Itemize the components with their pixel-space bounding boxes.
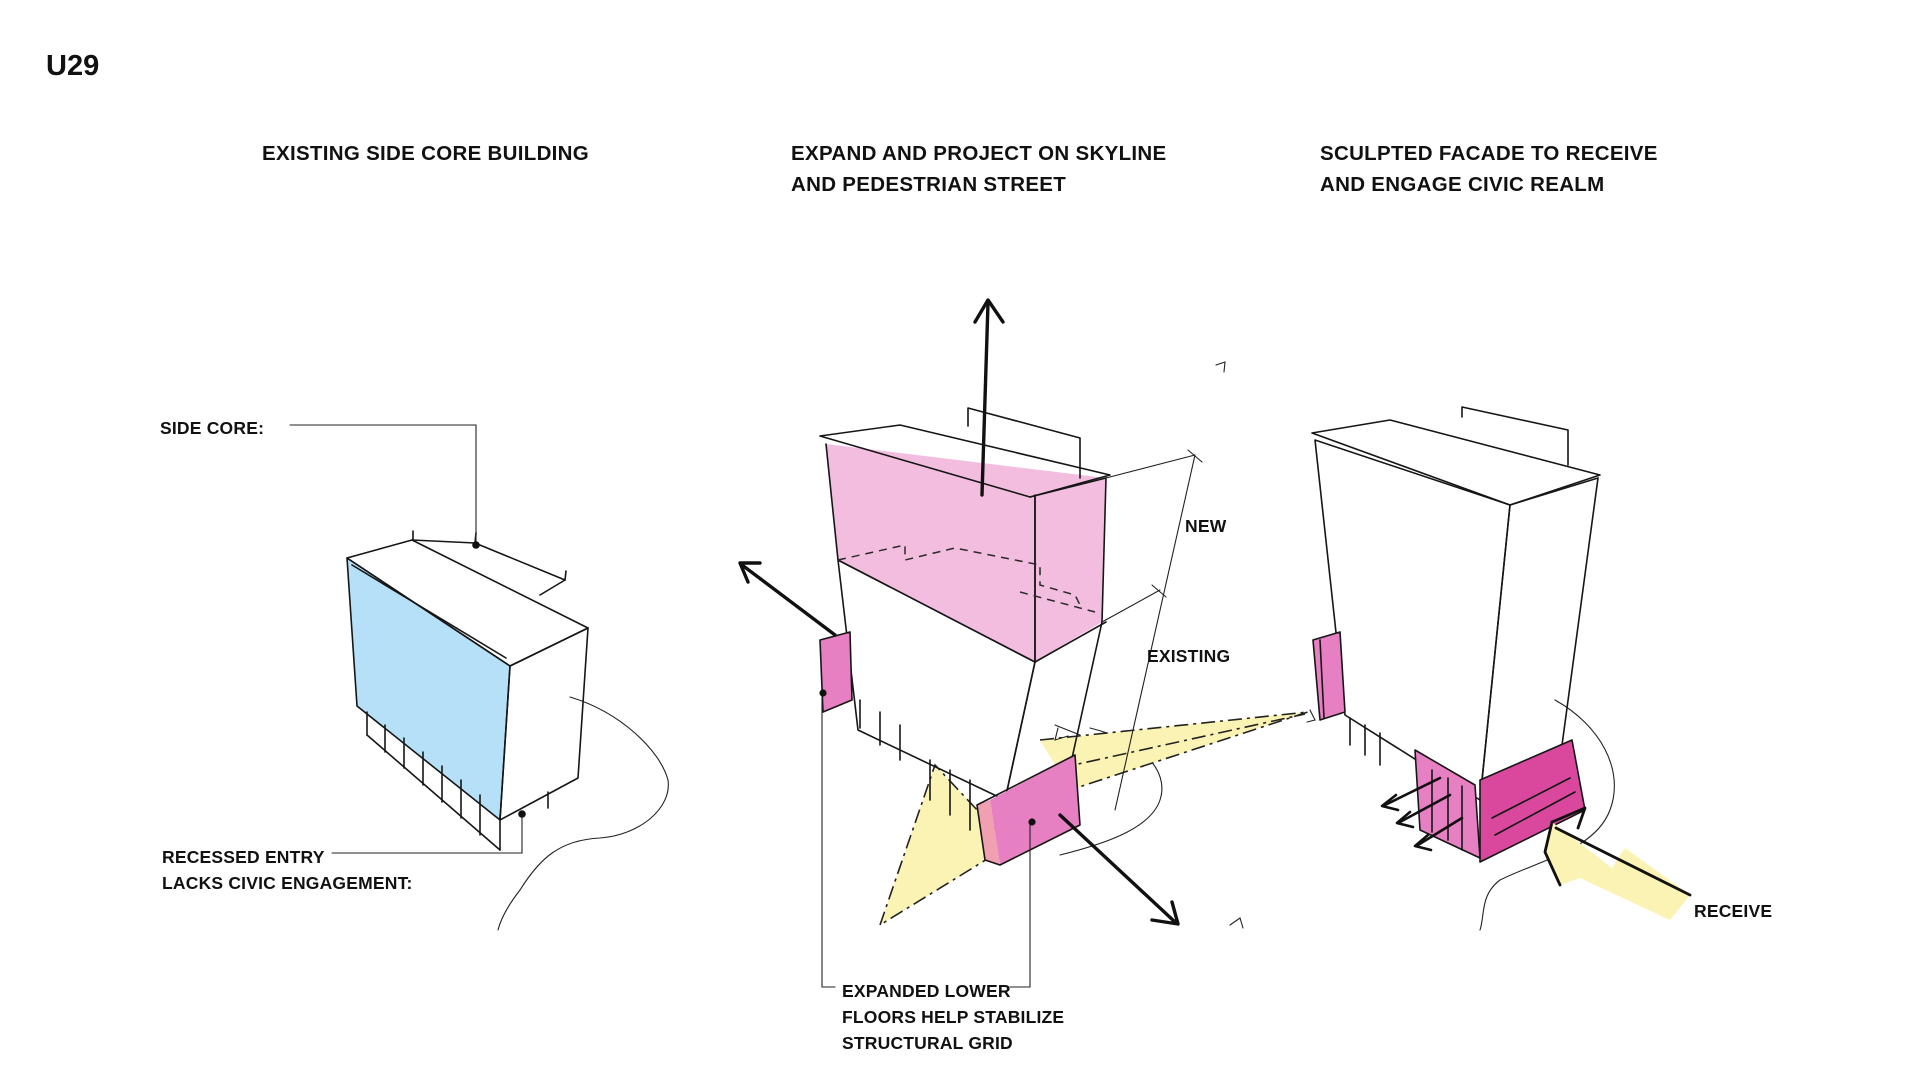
roof-edge-line [351, 564, 507, 659]
side-core-box [411, 539, 566, 596]
leader-expanded-lower [821, 694, 836, 988]
panel-1-title-line-1: EXISTING SIDE CORE BUILDING [262, 142, 590, 165]
panel-3-title: SCULPTED FACADE TO RECEIVE AND ENGAGE CI… [1320, 138, 1658, 200]
dim-line-top [1105, 454, 1196, 479]
panel-3-title-line-1: SCULPTED FACADE TO RECEIVE [1320, 142, 1658, 165]
arrow-right-down [1058, 813, 1180, 926]
label-recessed-entry-line-2: LACKS CIVIC ENGAGEMENT: [162, 873, 413, 893]
tower-new-upper-pink [826, 444, 1106, 662]
site-contour-1 [497, 696, 669, 931]
existing-roof [346, 539, 589, 667]
leader-side-core [289, 424, 477, 545]
arrow-up-skyline [973, 298, 1005, 497]
dim-line-mid [1101, 589, 1161, 623]
new-floorplate-dashed [837, 544, 1081, 606]
label-existing: EXISTING [1147, 643, 1230, 669]
panel-3-sculpted-facade [1311, 406, 1692, 931]
label-expanded-lower-line-2: FLOORS HELP STABILIZE [842, 1007, 1065, 1027]
receive-arrow [1543, 806, 1692, 920]
label-existing-text: EXISTING [1147, 646, 1231, 666]
entry-columns [366, 711, 549, 851]
label-recessed-entry-line-1: RECESSED ENTRY [162, 847, 325, 867]
leader-recessed-entry [331, 814, 523, 854]
label-side-core-text: SIDE CORE: [160, 418, 265, 438]
label-expanded-lower-floors: EXPANDED LOWER FLOORS HELP STABILIZE STR… [842, 978, 1064, 1056]
podium-left [820, 632, 852, 712]
sheet-id: U29 [46, 50, 100, 82]
label-receive-text: RECEIVE [1694, 901, 1773, 921]
dim-line-vertical [1114, 454, 1196, 811]
label-side-core: SIDE CORE: [160, 415, 264, 441]
engage-arrows [1380, 776, 1464, 852]
panel-2-title-line-1: EXPAND AND PROJECT ON SKYLINE [791, 142, 1167, 165]
label-receive: RECEIVE [1694, 898, 1772, 924]
label-expanded-lower-line-3: STRUCTURAL GRID [842, 1033, 1013, 1053]
label-new-text: NEW [1185, 516, 1227, 536]
sculpted-podium-right [1480, 740, 1585, 862]
projection-wedge-left [880, 765, 1010, 925]
site-contour-3 [1479, 699, 1615, 931]
panel-1-title: EXISTING SIDE CORE BUILDING [262, 138, 589, 169]
podium-front [990, 755, 1080, 865]
panel-2-expansion [738, 298, 1316, 988]
label-new: NEW [1185, 513, 1226, 539]
projection-wedge-right [1040, 712, 1308, 790]
label-recessed-entry: RECESSED ENTRY LACKS CIVIC ENGAGEMENT: [162, 844, 413, 896]
sculpted-columns [1349, 717, 1463, 851]
tower-columns [859, 699, 971, 831]
panel-3-title-line-2: AND ENGAGE CIVIC REALM [1320, 173, 1605, 196]
existing-side-face [499, 627, 589, 821]
sculpted-tower-roof [1311, 419, 1601, 506]
label-expanded-lower-line-1: EXPANDED LOWER [842, 981, 1011, 1001]
leader-dot-side-core [472, 541, 480, 549]
arrow-left-out [738, 561, 837, 637]
panel-1-existing-building [289, 424, 669, 931]
panel-2-title-line-2: AND PEDESTRIAN STREET [791, 173, 1067, 196]
sculpted-tower-side [1479, 477, 1599, 801]
existing-facade-blue [347, 558, 510, 820]
panel-2-title: EXPAND AND PROJECT ON SKYLINE AND PEDEST… [791, 138, 1166, 200]
podium-front-end [977, 800, 1000, 865]
leader-dot-recessed-entry [518, 810, 526, 818]
tower-roof [819, 424, 1111, 498]
